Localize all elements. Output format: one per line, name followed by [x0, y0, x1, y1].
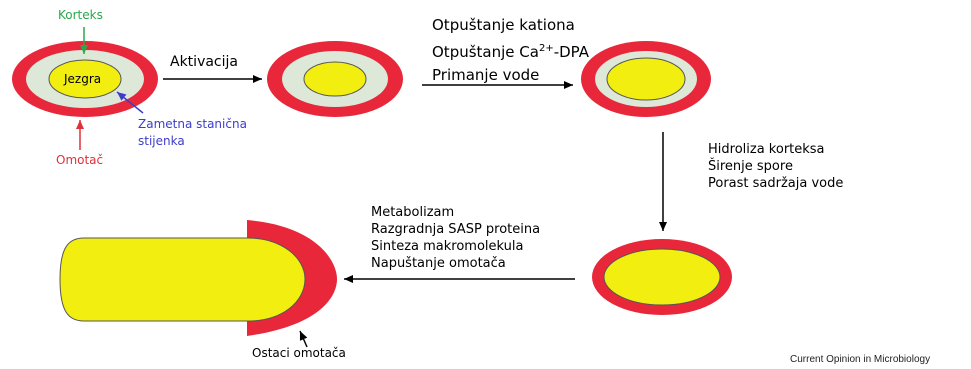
spore-rehydrating: [581, 41, 711, 117]
spore-dormant: [12, 41, 158, 117]
arrow-wall-pointer: [116, 91, 144, 114]
step-hydrolysis-line1: Hidroliza korteksa: [708, 142, 825, 157]
step-hydrolysis-text: Hidroliza korteksa Širenje spore Porast …: [708, 142, 843, 193]
germ-cell-wall-label: Zametna stanična stijenka: [138, 116, 247, 150]
arrow-remnants-pointer: [299, 330, 308, 348]
step-release-charge: 2+: [538, 43, 554, 54]
coat-label: Omotač: [56, 153, 104, 167]
spore-activated: [267, 41, 403, 117]
outgrowing-cell: [59, 220, 337, 336]
spore-cortex-hydrolysed: [592, 239, 732, 315]
step-release-line2: Otpuštanje Ca2+-DPA: [432, 37, 589, 64]
coat-remnants-label: Ostaci omotača: [252, 346, 346, 360]
step-outgrowth-line4: Napuštanje omotača: [371, 256, 506, 271]
step-outgrowth-line1: Metabolizam: [371, 205, 455, 220]
cortex-label: Korteks: [58, 8, 103, 22]
step-outgrowth-text: Metabolizam Razgradnja SASP proteina Sin…: [371, 205, 540, 273]
step-release-text: Otpuštanje kationa Otpuštanje Ca2+-DPA P…: [432, 14, 589, 87]
step-release-ca: Otpuštanje Ca: [432, 43, 539, 61]
germ-cell-wall-label-line1: Zametna stanična: [138, 117, 247, 131]
step-release-line3: Primanje vode: [432, 66, 540, 84]
step-release-dpa: -DPA: [553, 43, 590, 61]
step-outgrowth-line3: Sinteza makromolekula: [371, 239, 524, 254]
step-hydrolysis-line2: Širenje spore: [708, 159, 793, 174]
step-activation-label: Aktivacija: [170, 54, 238, 70]
source-credit: Current Opinion in Microbiology: [790, 354, 931, 365]
step-hydrolysis-line3: Porast sadržaja vode: [708, 176, 844, 191]
core-label: Jezgra: [64, 72, 102, 86]
step-outgrowth-line2: Razgradnja SASP proteina: [371, 222, 541, 237]
step-release-line1: Otpuštanje kationa: [432, 16, 575, 34]
germ-cell-wall-label-line2: stijenka: [138, 134, 185, 148]
